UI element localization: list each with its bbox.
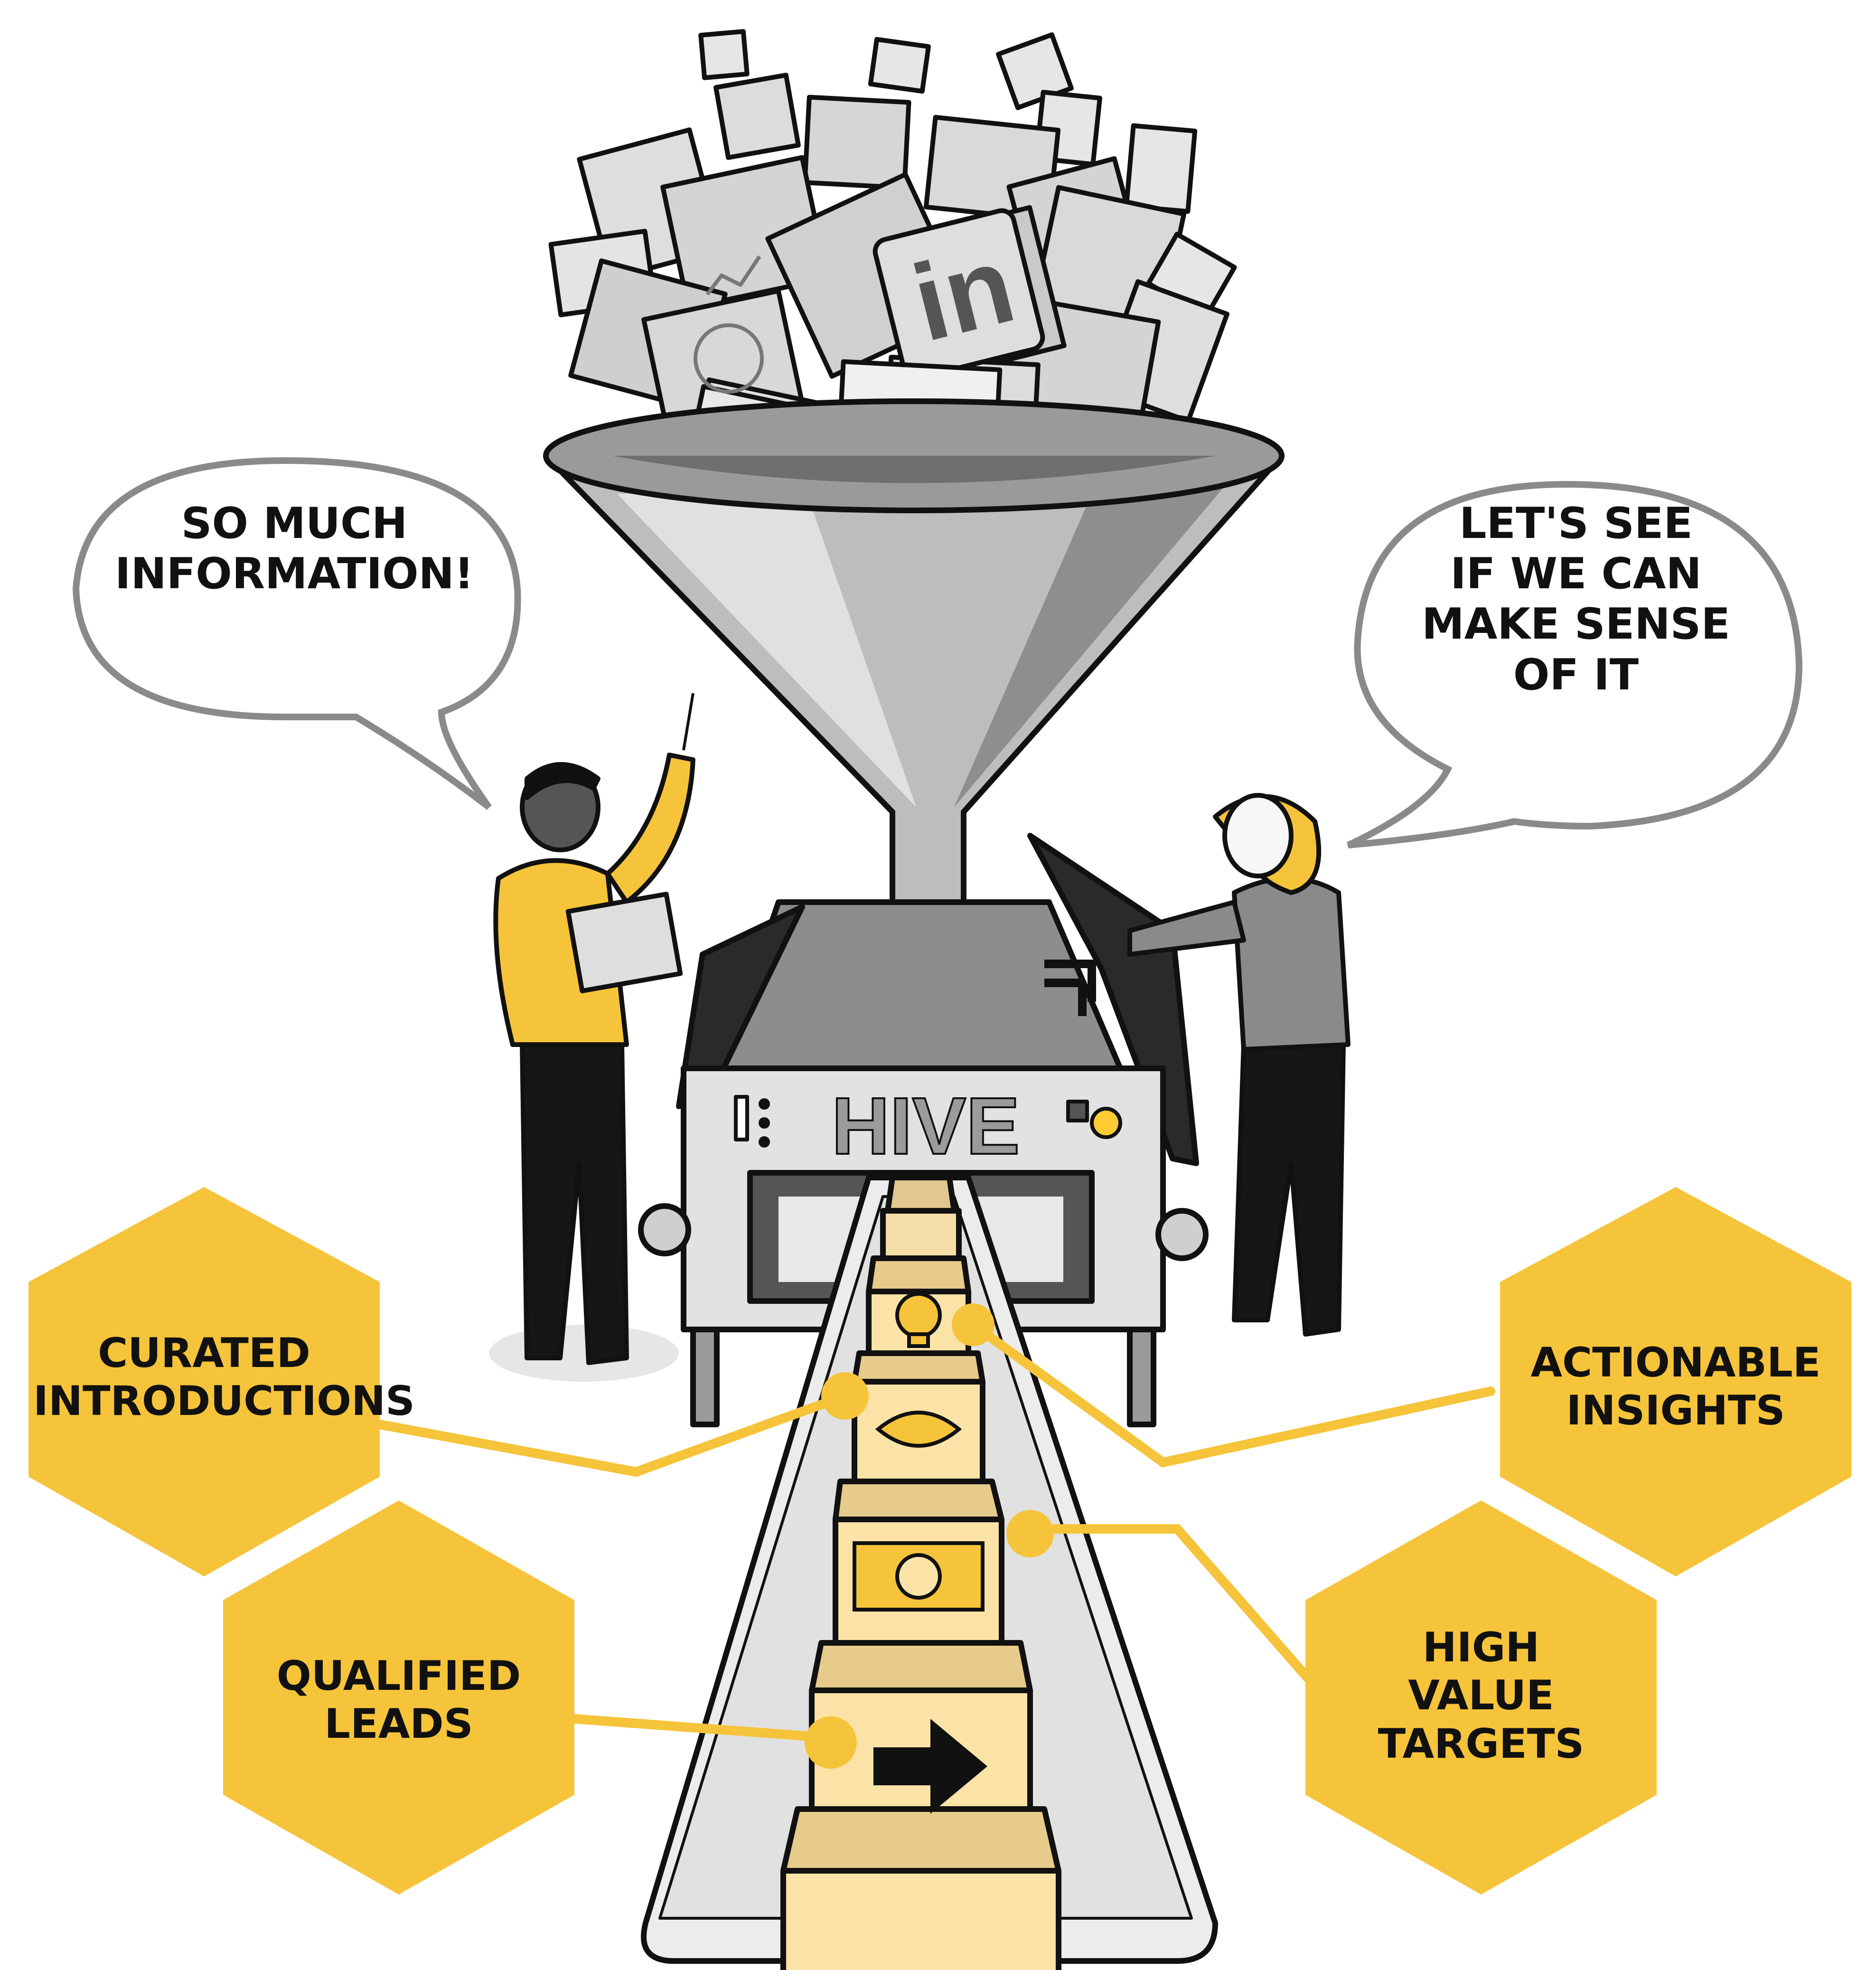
arrow-right-icon [873, 1719, 987, 1814]
hexagon-curated-introductions [28, 1187, 380, 1576]
hexagon-qualified-leads [223, 1500, 574, 1895]
connector-lines [375, 1320, 1495, 1743]
hive-logo: HIVE [832, 1081, 1020, 1171]
hexagon-high-value-targets [1305, 1500, 1657, 1895]
banknote-icon [853, 1541, 985, 1612]
label-curated-introductions: CURATED INTRODUCTIONS [33, 1329, 415, 1425]
label-qualified-leads: QUALIFIED LEADS [276, 1652, 521, 1748]
handshake-icon [875, 1411, 962, 1448]
speech-text-right: LET'S SEE IF WE CAN MAKE SENSE OF IT [1422, 499, 1730, 700]
connector-dots [805, 1303, 1054, 1769]
man-with-tablet [489, 693, 695, 1382]
speech-bubble-left [72, 457, 521, 810]
woman-at-machine [1127, 793, 1351, 1337]
label-actionable-insights: ACTIONABLE INSIGHTS [1530, 1339, 1821, 1435]
hexagon-actionable-insights [1500, 1187, 1851, 1576]
lightbulb-icon [895, 1292, 942, 1348]
linkedin-icon: in [872, 208, 1045, 381]
speech-bubble-right [1347, 481, 1803, 848]
label-high-value-targets: HIGH VALUE TARGETS [1378, 1624, 1585, 1768]
funnel [543, 398, 1285, 1031]
speech-text-left: SO MUCH INFORMATION! [114, 499, 474, 599]
